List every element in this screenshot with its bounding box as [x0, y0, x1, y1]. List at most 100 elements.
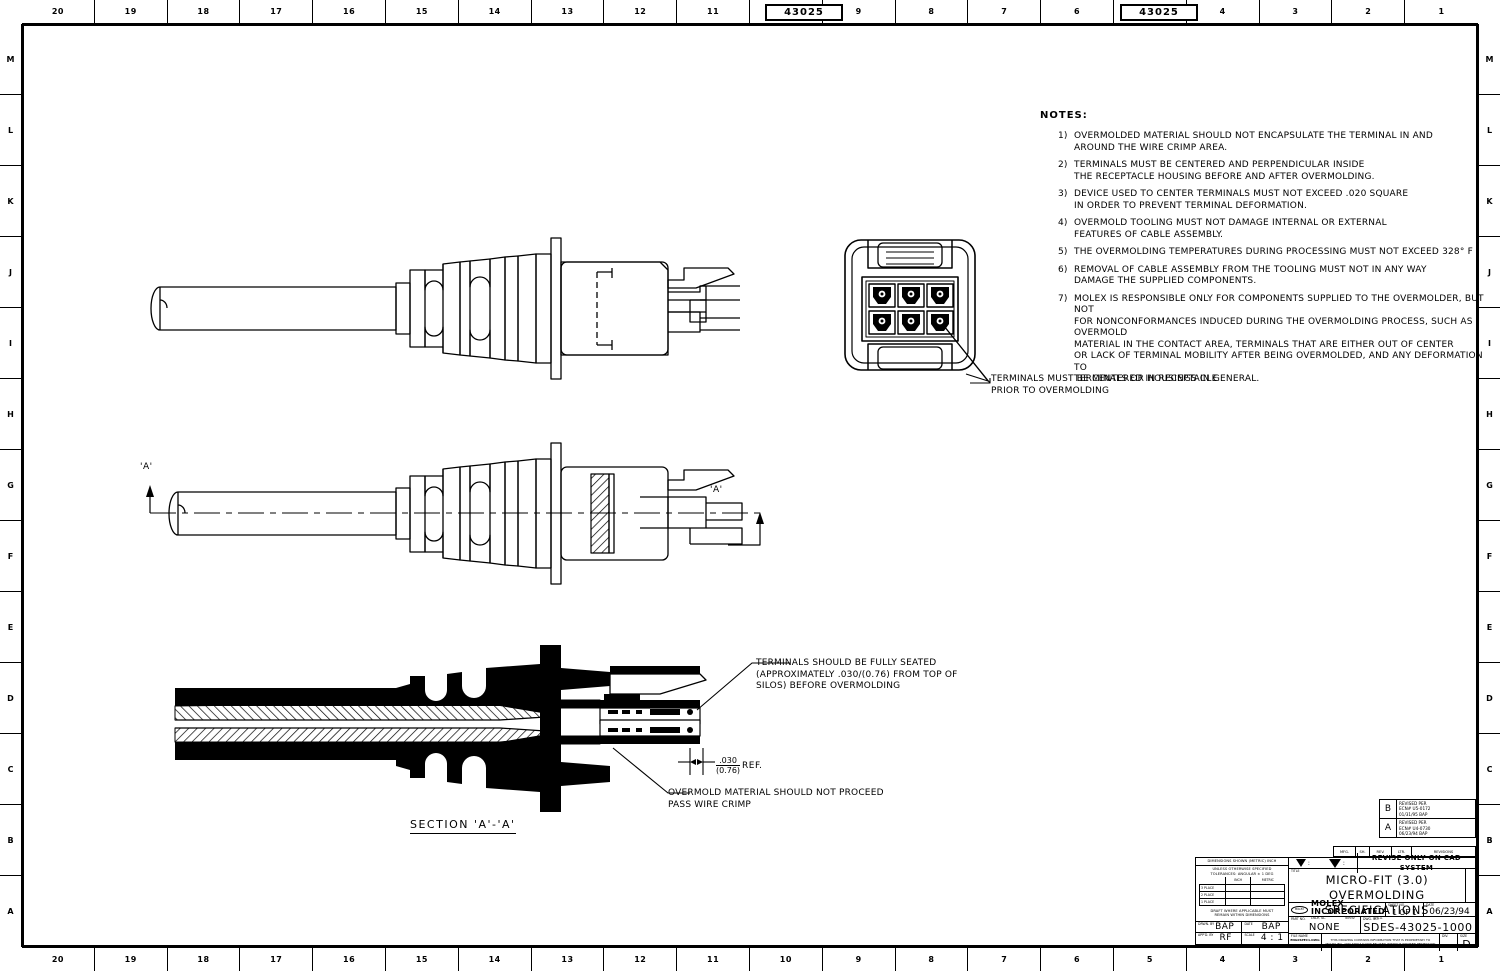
zone-label-1: 1: [1438, 955, 1445, 964]
note-number: 4): [1058, 218, 1068, 228]
notes-list: 1) OVERMOLDED MATERIAL SHOULD NOT ENCAPSU…: [1040, 131, 1490, 386]
zone-label-F: F: [1479, 521, 1500, 592]
section-view-label: SECTION 'A'-'A': [410, 818, 516, 834]
zone-label-6: 6: [1041, 0, 1114, 23]
drawing-title-line2: OVERMOLDING SPECIFICATIONS: [1324, 888, 1430, 917]
projection-symbol-third-angle: :: [1317, 858, 1357, 868]
zone-label-7: 7: [968, 948, 1042, 971]
zone-label-1: 1: [1438, 7, 1445, 16]
revision-letter: A: [1380, 819, 1397, 838]
notes-title: NOTES:: [1040, 110, 1088, 121]
zone-label-L: L: [0, 95, 21, 166]
date2-label: DATE: [1426, 902, 1435, 907]
tol-col-metric: METRIC: [1261, 878, 1274, 883]
note-item: 4) OVERMOLD TOOLING MUST NOT DAMAGE INTER…: [1040, 218, 1490, 241]
zone-label-B: B: [1479, 805, 1500, 876]
zone-label-C: C: [0, 734, 21, 805]
zone-label-18: 18: [168, 948, 241, 971]
note-item: 2) TERMINALS MUST BE CENTERED AND PERPEND…: [1040, 160, 1490, 183]
date-label: DATE: [1244, 922, 1253, 926]
size-value: D: [1462, 938, 1471, 951]
callout-overmold-no-proceed: OVERMOLD MATERIAL SHOULD NOT PROCEED PAS…: [668, 788, 884, 810]
zone-label-9: 9: [823, 948, 896, 971]
zone-label-17: 17: [240, 0, 314, 23]
drawing-inner-border: [22, 24, 1478, 947]
proprietary-note: THIS DRAWING CONTAINS INFORMATION THAT I…: [1325, 937, 1436, 946]
zone-label-16: 16: [313, 948, 386, 971]
note-text: OVERMOLD TOOLING MUST NOT DAMAGE INTERNA…: [1074, 218, 1387, 240]
company-zip: 60532: [1345, 915, 1355, 920]
section-arrow-left: [146, 485, 154, 513]
cad-system-note: REVISE ONLY ON CAD SYSTEM: [1356, 853, 1475, 873]
section-marker-a-left: 'A': [140, 462, 153, 472]
revision-description: REVISED PER ECN# U4-0730 06/23/94 BAP: [1399, 820, 1431, 837]
zone-label-D: D: [0, 663, 21, 734]
date2-value: 06/23/94: [1429, 906, 1470, 917]
scale-value: 4 : 1: [1260, 933, 1284, 943]
zone-label-15: 15: [386, 0, 459, 23]
part-no-label: PART NO.: [1290, 917, 1306, 921]
note-number: 5): [1058, 247, 1068, 257]
scale-label: SCALE: [1244, 933, 1255, 937]
zone-label-A: A: [1486, 907, 1493, 916]
revision-header-cell: LTR.: [1392, 847, 1412, 856]
dwg-no-value: SDES-43025-1000: [1363, 921, 1473, 934]
note-number: 1): [1058, 131, 1068, 141]
tolerance-note: UNLESS OTHERWISE SPECIFIED TOLERANCES: A…: [1210, 867, 1274, 876]
note-text: TERMINALS MUST BE CENTERED AND PERPENDIC…: [1074, 160, 1375, 182]
note-item: 5) THE OVERMOLDING TEMPERATURES DURING PR…: [1040, 247, 1490, 259]
note-text: DEVICE USED TO CENTER TERMINALS MUST NOT…: [1074, 189, 1409, 211]
view-receptacle-front: [844, 239, 976, 371]
zone-label-7: 7: [968, 0, 1042, 23]
note-text: OVERMOLDED MATERIAL SHOULD NOT ENCAPSULA…: [1074, 131, 1433, 153]
callout-terminals-centered: TERMINALS MUST BE CENTERED IN RECEPTACLE…: [991, 374, 1218, 396]
zone-label-4: 4: [1187, 0, 1260, 23]
zone-label-E: E: [0, 592, 21, 663]
section-arrow-right: [728, 512, 764, 546]
note-item: 3)DEVICE USED TO CENTER TERMINALS MUST N…: [1040, 189, 1490, 212]
file-name-value: ENG0SPEC1.DWG: [1290, 938, 1320, 942]
zone-label-20: 20: [22, 948, 95, 971]
callout-terminals-seated: TERMINALS SHOULD BE FULLY SEATED (APPROX…: [756, 658, 958, 691]
zone-label-M: M: [0, 24, 21, 95]
revision-header-cell: REV.: [1370, 847, 1392, 856]
view-top-elevation: [150, 237, 740, 380]
section-marker-a-right: 'A': [710, 485, 723, 495]
note-text: THE OVERMOLDING TEMPERATURES DURING PROC…: [1074, 247, 1473, 257]
drwn-value: BAP: [1215, 922, 1235, 932]
zone-label-H: H: [0, 379, 21, 450]
zone-label-11: 11: [677, 0, 750, 23]
zone-label-12: 12: [604, 948, 678, 971]
note-text: MOLEX IS RESPONSIBLE ONLY FOR COMPONENTS…: [1074, 293, 1484, 385]
zone-label-M: M: [1479, 24, 1500, 95]
title-block: DIMENSIONS SHOWN (METRIC) INCH UNLESS OT…: [1195, 853, 1476, 951]
note-number: 2): [1058, 160, 1068, 170]
zone-label-20: 20: [22, 0, 95, 23]
revision-header-cell: REVISIONS: [1433, 849, 1454, 854]
tol-col-inch: INCH: [1224, 877, 1252, 885]
view-section-aa: [174, 645, 707, 812]
molex-logo-icon: MOLEX: [1290, 905, 1308, 914]
company-country: U.S.A.: [1374, 915, 1383, 920]
draft-note: DRAFT WHERE APPLICABLE MUST REMAIN WITHI…: [1210, 908, 1274, 918]
part-number-tag-left: 43025: [765, 4, 843, 21]
drawing-title-line1: MICRO-FIT (3.0): [1325, 873, 1429, 887]
zone-label-8: 8: [896, 0, 969, 23]
zone-label-15: 15: [386, 948, 459, 971]
tol-row-2place: 2 PLACE: [1198, 890, 1226, 899]
projection-symbol-first-angle: :: [1289, 859, 1317, 867]
revision-header-cell: SH.: [1356, 847, 1370, 856]
zone-label-A: A: [7, 907, 14, 916]
zone-label-3: 3: [1260, 0, 1333, 23]
zone-label-19: 19: [95, 0, 168, 23]
title-label: TITLE: [1290, 869, 1300, 873]
tol-row-1place: 1 PLACE: [1198, 897, 1226, 906]
dwg-no-label: DWG. NO.: [1362, 917, 1379, 921]
